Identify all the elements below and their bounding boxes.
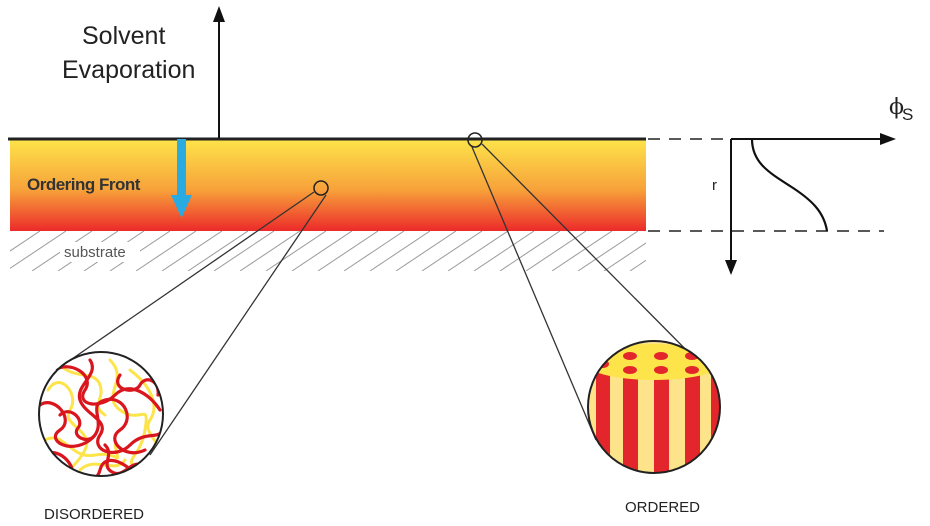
disordered-zoom — [38, 351, 164, 477]
concentration-profile-curve — [750, 138, 829, 232]
solvent-label-line2: Evaporation — [62, 56, 195, 84]
r-axis-arrowhead — [725, 260, 737, 275]
ordering-front-arrow-head — [171, 195, 192, 218]
substrate-label: substrate — [64, 244, 126, 261]
connector-ordered-right — [481, 143, 709, 373]
substrate-label-bg — [60, 242, 140, 262]
ordering-front-label: Ordering Front — [27, 175, 141, 194]
r-axis-label: r — [712, 177, 717, 194]
connector-ordered-left — [471, 146, 597, 441]
disordered-caption: DISORDERED — [44, 506, 144, 523]
ordered-zoom — [587, 340, 721, 474]
ordered-caption: ORDERED — [625, 499, 700, 516]
solvent-label-line1: Solvent — [82, 22, 165, 50]
connector-disordered-left — [55, 191, 315, 371]
phi-subscript: S — [902, 105, 913, 124]
ordering-front-arrow-shaft — [177, 139, 186, 201]
substrate-hatching — [10, 231, 646, 271]
phi-axis-arrowhead — [880, 133, 896, 145]
zoom-spot-disordered — [313, 180, 329, 196]
phi-symbol: ϕ — [889, 95, 904, 120]
evaporation-arrow-head — [213, 6, 225, 22]
connector-disordered-right — [149, 194, 327, 456]
disordered-red-chains — [39, 358, 163, 476]
zoom-spot-ordered — [467, 132, 483, 148]
